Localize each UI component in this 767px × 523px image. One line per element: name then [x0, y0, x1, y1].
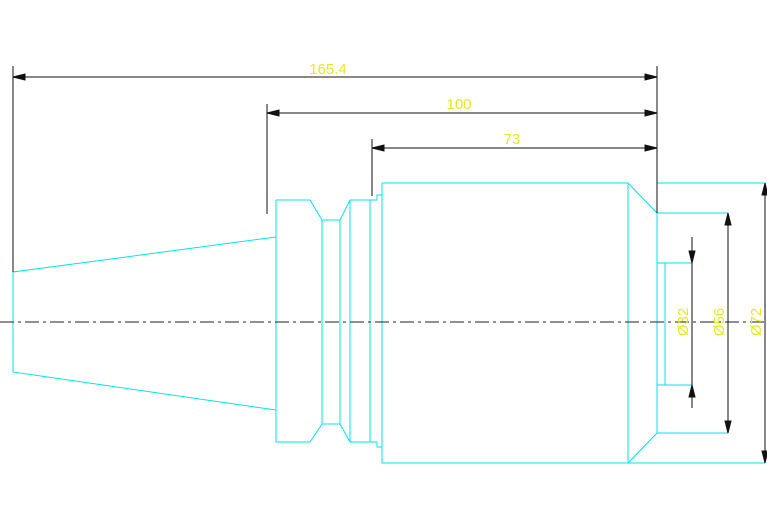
taper-shank: [12, 236, 277, 411]
part-outline: [12, 182, 765, 464]
label-body-length: 73: [504, 131, 521, 148]
dimension-labels: 165.4 100 73 Ø32 Ø56 Ø72: [309, 61, 765, 336]
flange-profile: [275, 199, 323, 443]
vertical-dimensions: [688, 182, 767, 464]
label-recess-diameter: Ø56: [711, 308, 728, 336]
label-bore-diameter: Ø32: [675, 308, 692, 336]
v-groove: [322, 199, 351, 444]
collar-step: [370, 194, 383, 448]
main-body: [381, 182, 658, 464]
arrow-left: [12, 73, 26, 81]
label-outer-diameter: Ø72: [748, 308, 765, 336]
arrow-right: [644, 73, 658, 81]
collar: [350, 199, 371, 443]
label-overall-length: 165.4: [309, 61, 347, 78]
horizontal-dimensions: [12, 66, 658, 272]
label-flange-to-end: 100: [446, 96, 471, 113]
